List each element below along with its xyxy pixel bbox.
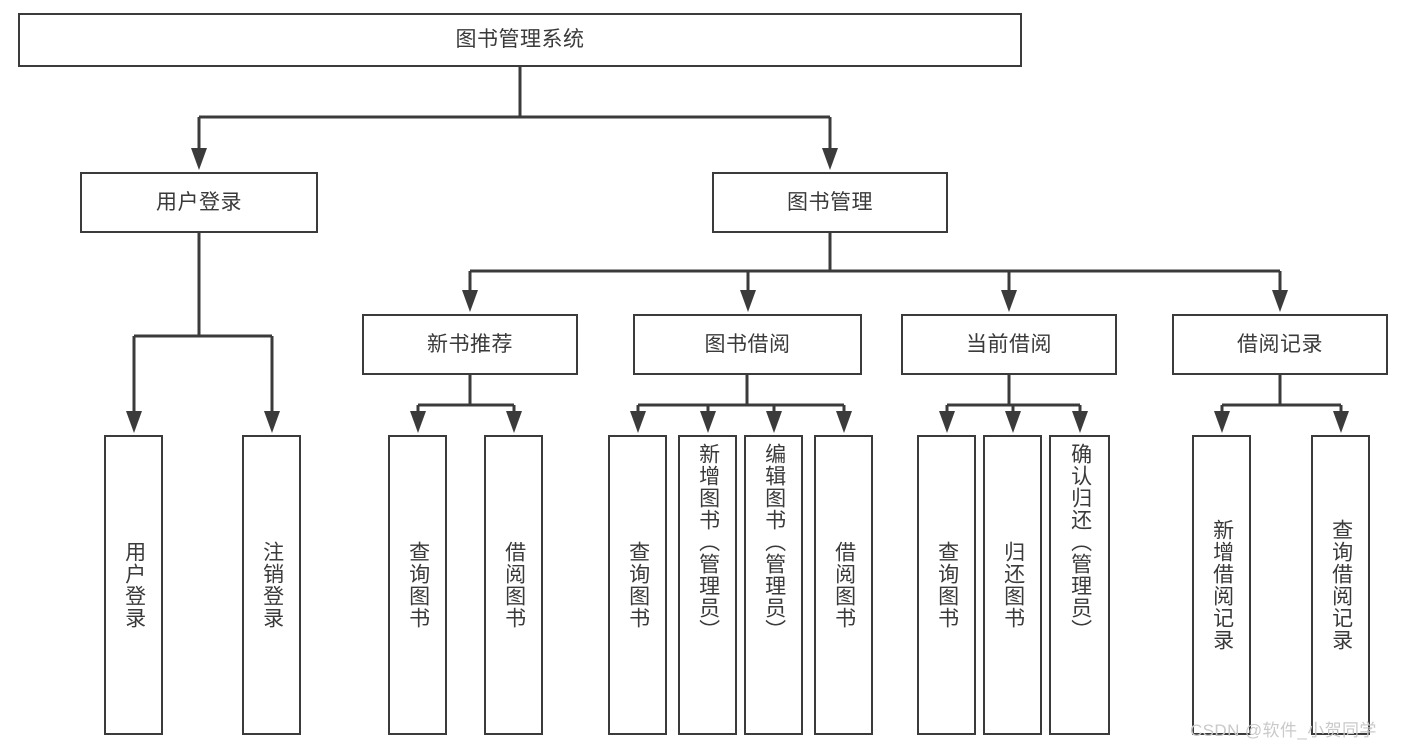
node-label: 新增图书（管理员）: [696, 443, 720, 641]
node-label: 借阅图书: [832, 541, 856, 629]
connector-arrowhead: [700, 411, 716, 433]
connector-arrowhead: [822, 148, 838, 170]
connector-arrowhead: [1005, 411, 1021, 433]
node-leaf-query-record: 查询借阅记录: [1311, 435, 1370, 735]
node-leaf-query-book-b: 查询图书: [608, 435, 667, 735]
node-leaf-confirm-return: 确认归还（管理员）: [1049, 435, 1110, 735]
node-label: 新书推荐: [427, 332, 513, 356]
connector-arrowhead: [191, 148, 207, 170]
connector-arrowhead: [410, 411, 426, 433]
node-leaf-add-record: 新增借阅记录: [1192, 435, 1251, 735]
node-label: 查询图书: [935, 541, 959, 629]
connector-arrowhead: [462, 290, 478, 312]
connector-arrowhead: [630, 411, 646, 433]
node-label: 注销登录: [260, 541, 284, 629]
node-label: 查询图书: [406, 541, 430, 629]
node-label: 图书管理: [787, 190, 873, 214]
connector-arrowhead: [836, 411, 852, 433]
node-user-login: 用户登录: [80, 172, 318, 233]
node-label: 查询借阅记录: [1329, 519, 1353, 651]
connector-arrowhead: [766, 411, 782, 433]
node-label: 查询图书: [626, 541, 650, 629]
node-label: 归还图书: [1001, 541, 1025, 629]
node-leaf-return-book: 归还图书: [983, 435, 1042, 735]
node-label: 图书管理系统: [455, 28, 585, 52]
node-borrow-record: 借阅记录: [1172, 314, 1388, 375]
connector-arrowhead: [1072, 411, 1088, 433]
node-label: 用户登录: [156, 190, 242, 214]
node-label: 新增借阅记录: [1210, 519, 1234, 651]
node-leaf-logout: 注销登录: [242, 435, 301, 735]
node-leaf-query-book-a: 查询图书: [388, 435, 447, 735]
node-leaf-borrow-book-b: 借阅图书: [814, 435, 873, 735]
node-leaf-user-login: 用户登录: [104, 435, 163, 735]
node-label: 图书借阅: [704, 332, 791, 356]
connector-arrowhead: [126, 411, 142, 433]
node-label: 借阅图书: [502, 541, 526, 629]
node-current-borrow: 当前借阅: [901, 314, 1117, 375]
connector-arrowhead: [1333, 411, 1349, 433]
connector-arrowhead: [1214, 411, 1230, 433]
node-leaf-add-book: 新增图书（管理员）: [678, 435, 737, 735]
connector-arrowhead: [740, 290, 756, 312]
node-book-borrow: 图书借阅: [633, 314, 862, 375]
node-new-book-rec: 新书推荐: [362, 314, 578, 375]
connector-arrowhead: [1272, 290, 1288, 312]
node-book-manage: 图书管理: [712, 172, 948, 233]
node-leaf-borrow-book-a: 借阅图书: [484, 435, 543, 735]
connector-arrowhead: [264, 411, 280, 433]
node-leaf-edit-book: 编辑图书（管理员）: [744, 435, 803, 735]
node-label: 用户登录: [122, 541, 146, 629]
connector-arrowhead: [939, 411, 955, 433]
node-label: 借阅记录: [1237, 332, 1323, 356]
node-label: 当前借阅: [966, 332, 1052, 356]
connector-arrowhead: [506, 411, 522, 433]
node-label: 确认归还（管理员）: [1068, 443, 1092, 641]
node-label: 编辑图书（管理员）: [762, 443, 786, 641]
node-leaf-query-book-c: 查询图书: [917, 435, 976, 735]
node-root: 图书管理系统: [18, 13, 1022, 67]
connector-arrowhead: [1001, 290, 1017, 312]
